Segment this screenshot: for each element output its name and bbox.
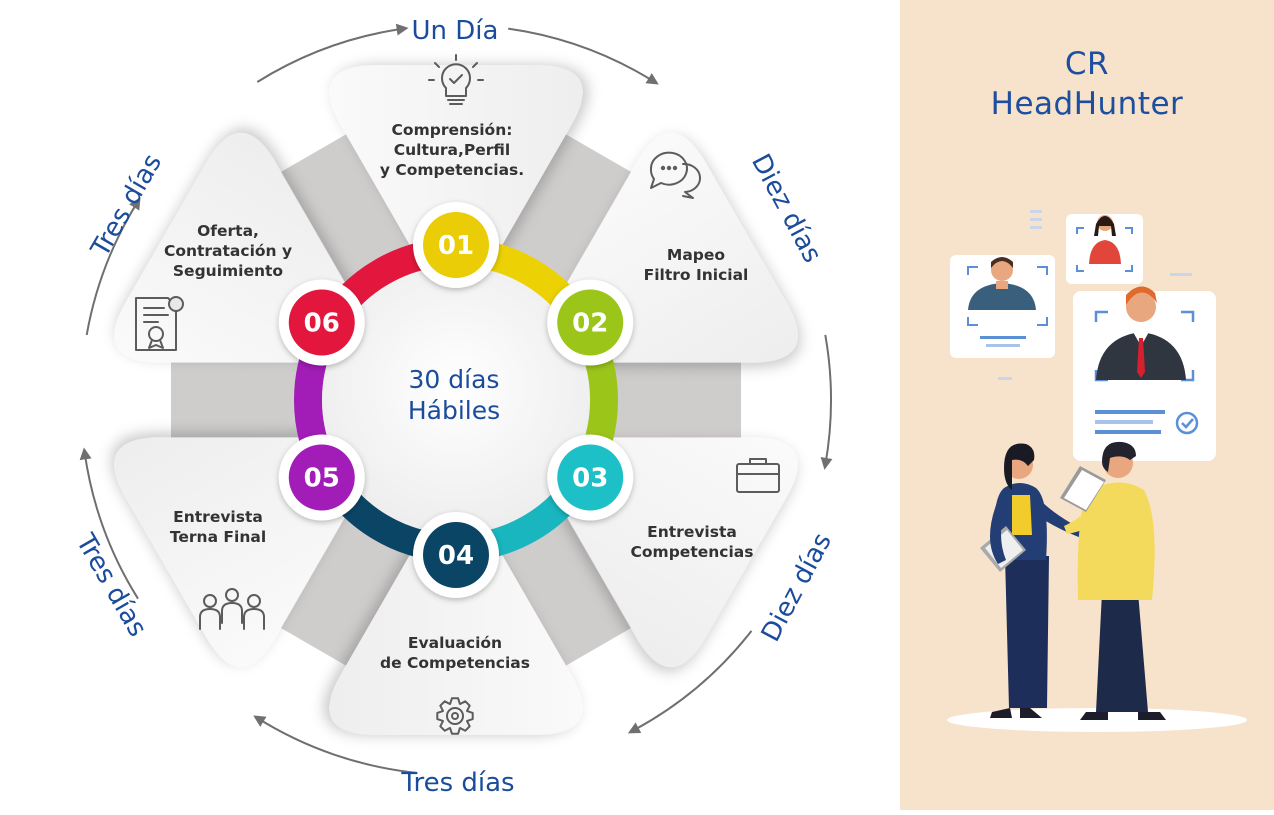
woman-figure [980, 443, 1107, 718]
duration-label-6: Tres días [85, 149, 168, 263]
svg-text:06: 06 [304, 309, 340, 339]
step-card-01 [329, 65, 583, 308]
svg-text:03: 03 [572, 464, 608, 494]
man-figure [1060, 441, 1166, 720]
flow-arrow [508, 27, 659, 85]
team-icon [199, 588, 265, 630]
brand-title-line2: HeadHunter [990, 86, 1184, 122]
svg-text:05: 05 [304, 464, 340, 494]
decor-dashes [998, 210, 1192, 380]
flow-arrow [85, 197, 141, 336]
step-badge-04: 04 [413, 512, 499, 598]
duration-label-3: Diez días [756, 528, 838, 647]
duration-label-2: Diez días [745, 149, 827, 268]
flow-arrow [79, 447, 139, 600]
duration-label-1: Un Día [412, 16, 499, 46]
briefcase-icon [736, 458, 780, 493]
step-badge-02: 02 [547, 279, 634, 366]
step-card-04 [329, 492, 583, 735]
step-badge-03: 03 [547, 434, 634, 521]
center-disc [322, 266, 590, 534]
candidate-card-left [950, 255, 1055, 358]
recruiters-illustration [947, 210, 1247, 732]
center-label-line2: Hábiles [408, 396, 500, 425]
svg-text:01: 01 [438, 231, 474, 261]
duration-label-4: Tres días [400, 768, 514, 798]
candidate-card-main [1073, 286, 1216, 461]
center-label-line1: 30 días [409, 365, 500, 394]
chat-bubbles-icon [649, 151, 701, 199]
flow-arrow [256, 23, 409, 83]
flow-arrow [627, 630, 753, 734]
flow-arrow [820, 334, 833, 470]
brand-panel: CR HeadHunter [900, 0, 1274, 810]
flow-arrow [253, 715, 417, 774]
brand-title-line1: CR [1064, 46, 1110, 82]
lightbulb-check-icon [428, 54, 484, 105]
svg-text:02: 02 [572, 309, 608, 339]
gear-icon [436, 697, 474, 735]
step-badge-01: 01 [413, 202, 499, 288]
step-badge-05: 05 [278, 434, 365, 521]
candidate-card-top [1066, 214, 1143, 284]
certificate-icon [135, 296, 184, 351]
svg-text:04: 04 [438, 541, 474, 571]
step-badge-06: 06 [278, 279, 365, 366]
